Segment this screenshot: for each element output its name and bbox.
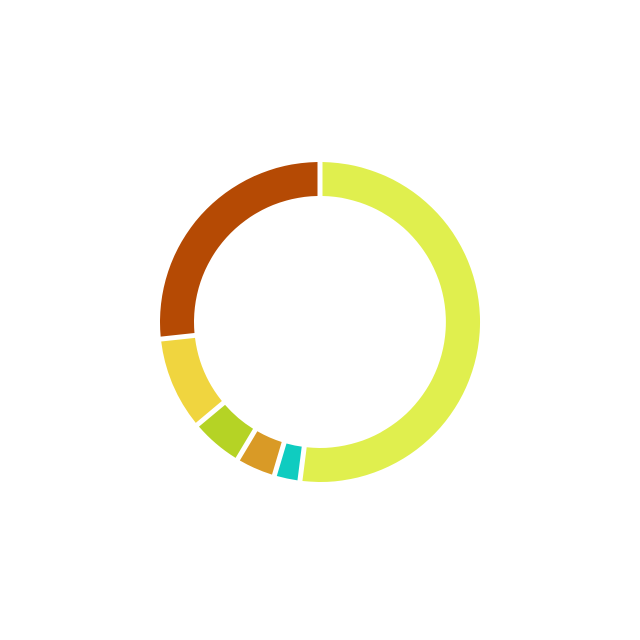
donut-slice-6 (159, 162, 318, 337)
donut-slice-5 (161, 337, 222, 423)
donut-slice-3 (239, 431, 282, 475)
donut-slices (159, 162, 481, 483)
donut-slice-1 (302, 162, 481, 483)
donut-slice-4 (198, 404, 254, 458)
donut-slice-2 (276, 443, 302, 481)
